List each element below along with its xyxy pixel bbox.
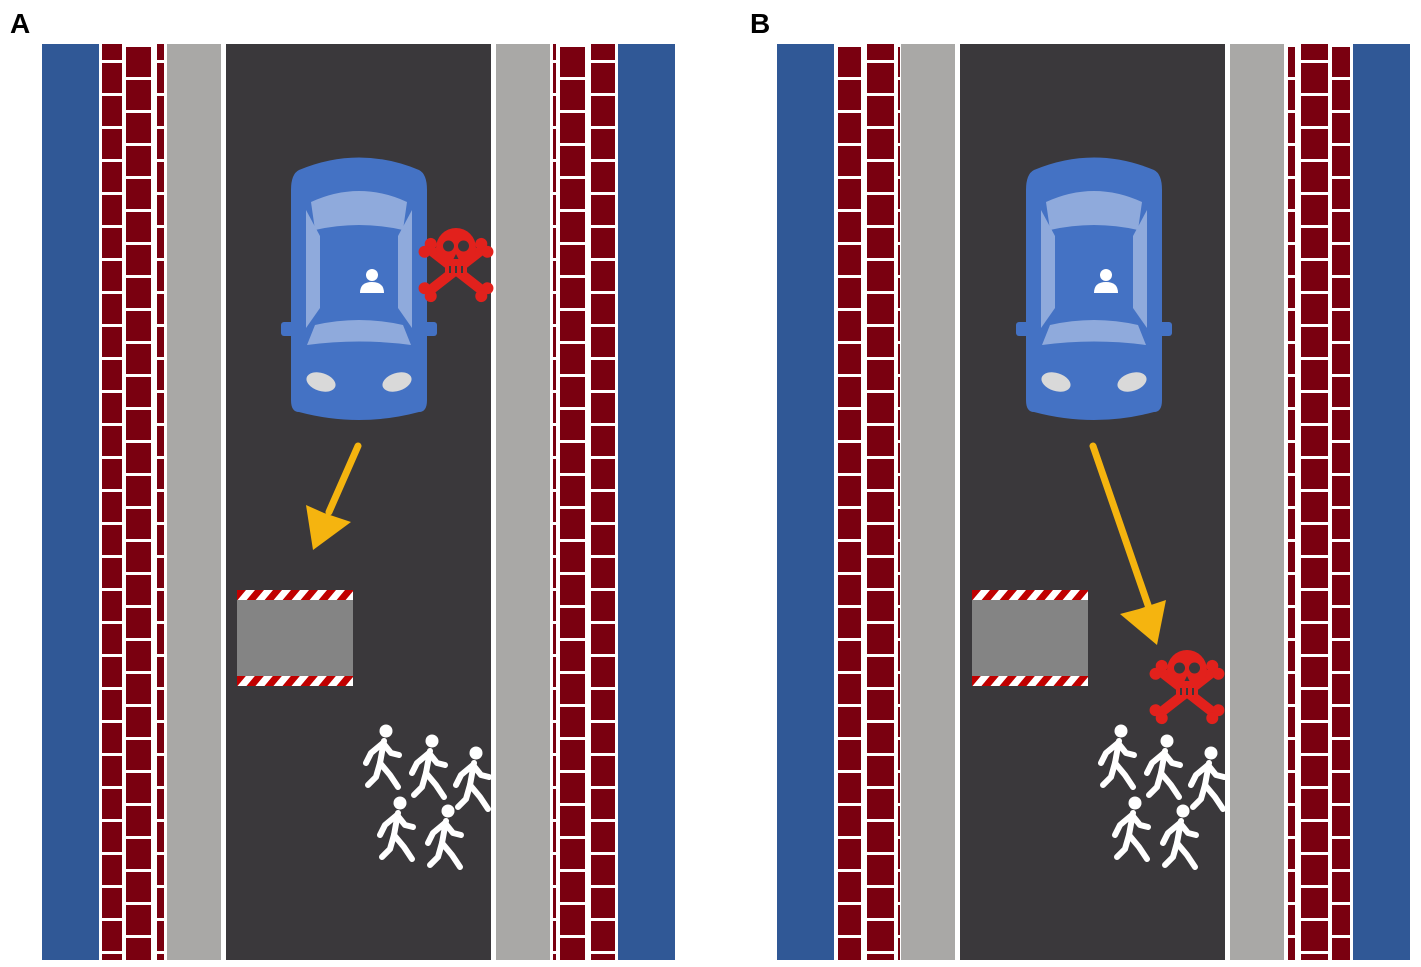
car-icon bbox=[1016, 157, 1172, 420]
trajectory-arrow-icon bbox=[306, 442, 362, 550]
barrier-icon bbox=[972, 590, 1088, 686]
water-left bbox=[42, 44, 99, 960]
water-right bbox=[618, 44, 675, 960]
sidewalk-right bbox=[496, 44, 550, 960]
panel-b: B bbox=[710, 0, 1420, 967]
car-icon bbox=[281, 157, 437, 420]
brick-wall-right bbox=[553, 44, 615, 960]
brick-wall-left bbox=[102, 44, 164, 960]
sidewalk-right bbox=[1230, 44, 1284, 960]
brick-wall-right bbox=[1288, 44, 1350, 960]
panel-a: A bbox=[0, 0, 710, 967]
barrier-icon bbox=[237, 590, 353, 686]
sidewalk-left bbox=[901, 44, 955, 960]
panel-label: B bbox=[750, 8, 771, 39]
water-left bbox=[777, 44, 834, 960]
sidewalk-left bbox=[167, 44, 221, 960]
brick-wall-left bbox=[838, 44, 900, 960]
panel-label: A bbox=[10, 8, 31, 39]
trajectory-arrow-icon bbox=[1089, 442, 1166, 645]
panel-a-scene bbox=[42, 44, 675, 960]
panel-b-scene bbox=[777, 44, 1410, 960]
water-right bbox=[1353, 44, 1410, 960]
